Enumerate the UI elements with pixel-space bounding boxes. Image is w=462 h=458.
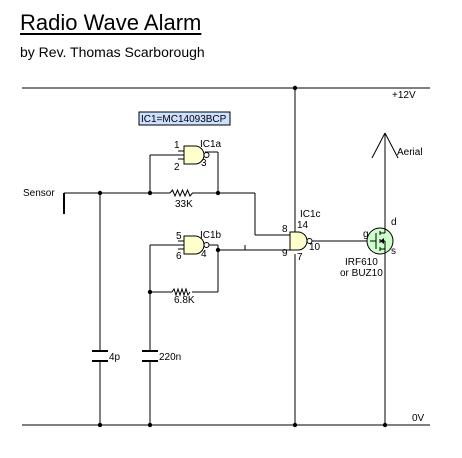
ic1c-pin10: 10	[309, 242, 321, 253]
capacitor-220n	[142, 350, 158, 362]
ground-label: 0V	[412, 413, 425, 424]
ic-label-box	[138, 111, 231, 126]
ic1c-pin14: 14	[297, 220, 309, 231]
mosfet-source-pin: s	[391, 246, 396, 257]
supply-label: +12V	[392, 90, 416, 101]
sensor-label: Sensor	[23, 188, 55, 199]
ic1c-pin8: 8	[282, 224, 288, 235]
aerial-label: Aerial	[397, 147, 423, 158]
resistor-6k8	[171, 287, 191, 297]
resistor-33k	[169, 188, 198, 198]
ic1c-pin7: 7	[297, 252, 303, 263]
capacitor-220n-label: 220n	[159, 352, 181, 363]
ic1b-name: IC1b	[200, 230, 222, 241]
capacitor-4p-label: 4p	[109, 352, 121, 363]
page-title: Radio Wave Alarm	[20, 10, 202, 35]
ic1a-pin2: 2	[174, 162, 180, 173]
ic1b-pin6: 6	[176, 251, 182, 262]
ic1b-pin4: 4	[201, 249, 207, 260]
mosfet-transistor	[366, 227, 394, 255]
ic-label: IC1=MC14093BCP	[141, 114, 227, 125]
gate-ic1c	[289, 231, 313, 251]
author-subtitle: by Rev. Thomas Scarborough	[20, 44, 205, 60]
aerial-icon	[371, 132, 399, 159]
gate-ic1a	[178, 145, 210, 165]
mosfet-model-line1: IRF610	[345, 257, 378, 268]
mosfet-gate-pin: g	[363, 229, 369, 240]
resistor-6k8-label: 6.8K	[174, 295, 195, 306]
ic1b-pin5: 5	[176, 231, 182, 242]
capacitor-4p	[92, 350, 108, 362]
ic1a-name: IC1a	[200, 139, 222, 150]
wiring	[22, 87, 430, 426]
gate-ic1b	[178, 235, 210, 255]
resistor-33k-label: 33K	[175, 199, 193, 210]
junction-dots	[97, 85, 388, 428]
mosfet-model-line2: or BUZ10	[340, 268, 383, 279]
ic1c-pin9: 9	[282, 248, 288, 259]
mosfet-drain-pin: d	[391, 217, 397, 228]
ic1c-name: IC1c	[300, 209, 321, 220]
ic1a-pin3: 3	[201, 158, 207, 169]
ic1a-pin1: 1	[174, 140, 180, 151]
